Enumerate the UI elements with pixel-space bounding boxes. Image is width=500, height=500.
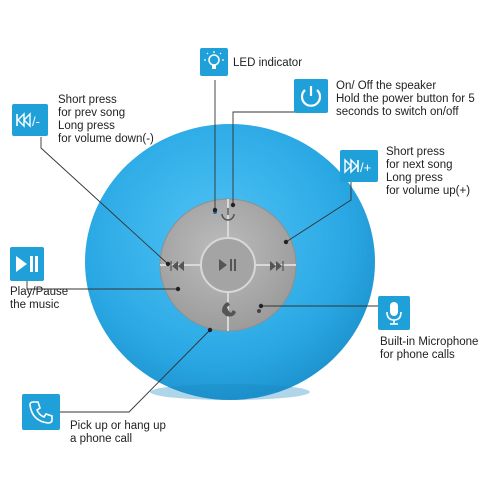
power-callout-icon (294, 79, 328, 113)
call-label: Pick up or hang up a phone call (70, 420, 166, 445)
mic-hole (257, 309, 261, 313)
prev-button[interactable] (170, 261, 184, 271)
prev-label: Short press for prev song Long press for… (58, 94, 154, 145)
play-label: Play/Pause the music (10, 286, 69, 311)
next-volume-up-icon: /+ (344, 158, 371, 175)
button-face (159, 198, 297, 332)
play-pause-icon (16, 256, 38, 272)
lightbulb-icon (204, 51, 224, 69)
svg-text:/-: /- (32, 114, 40, 129)
power-icon (300, 86, 322, 107)
led-callout-icon (200, 48, 228, 76)
next-callout-icon: /+ (340, 150, 378, 182)
mic-label: Built-in Microphone for phone calls (380, 336, 479, 361)
next-button[interactable] (270, 261, 284, 271)
mic-callout-icon (378, 296, 410, 330)
call-button[interactable] (222, 302, 236, 317)
microphone-icon (386, 302, 402, 325)
next-label: Short press for next song Long press for… (386, 146, 471, 197)
prev-volume-down-icon: /- (16, 112, 40, 129)
play-pause-button[interactable] (219, 259, 236, 271)
power-button[interactable] (221, 208, 235, 221)
power-label: On/ Off the speaker Hold the power butto… (336, 80, 475, 118)
prev-callout-icon: /- (12, 104, 48, 136)
call-callout-icon (22, 394, 60, 430)
play-callout-icon (10, 247, 44, 281)
svg-text:/+: /+ (360, 160, 371, 175)
phone-icon (29, 401, 53, 424)
led-label: LED indicator (233, 57, 303, 69)
leader-dots (165, 202, 289, 333)
speaker-base-shadow (150, 384, 310, 400)
